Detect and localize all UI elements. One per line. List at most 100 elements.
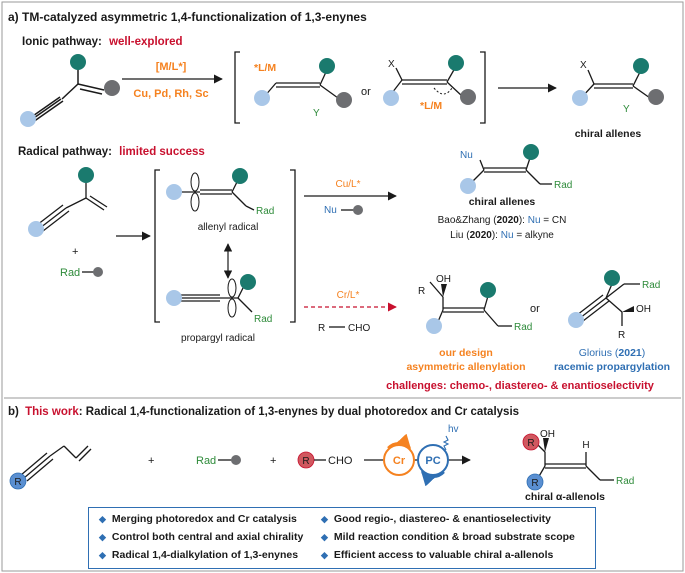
product-electrophile: X: [580, 60, 587, 71]
intermediate-1-nucleophile: Y: [313, 108, 320, 119]
cr-cycle-arrow: [387, 433, 411, 450]
cu-reagent-label: Nu: [324, 205, 337, 216]
intermediate-1-metal: *L/M: [254, 62, 276, 74]
bullet-diamond-icon: ◆: [99, 531, 106, 542]
summary-item-text: Efficient access to valuable chiral a-al…: [333, 549, 554, 561]
ionic-intermediate-1: [263, 71, 339, 99]
ionic-product-allene: [581, 69, 651, 99]
propargyl-caption: propargyl radical: [181, 333, 255, 344]
plus-sign: +: [148, 455, 154, 467]
substituent-teal-ball: [232, 168, 248, 184]
radical-label: Radical pathway: limited success: [18, 146, 205, 158]
intermediate-2-electrophile: X: [388, 59, 395, 70]
substituent-teal-ball: [319, 58, 335, 74]
metals-label: Cu, Pd, Rh, Sc: [133, 88, 208, 100]
substituent-gray-ball: [648, 89, 664, 105]
summary-item-text: Radical 1,4-dialkylation of 1,3-enynes: [111, 549, 299, 561]
rad-reagent-label: Rad: [196, 455, 216, 467]
reference-liu: Liu (2020): Nu = alkyne: [450, 230, 554, 241]
ionic-starting-enyne: [29, 64, 105, 123]
ionic-intermediate-2: [391, 67, 463, 97]
cr-catalyst-label: Cr/L*: [337, 290, 360, 301]
substituent-light-blue-ball: [383, 90, 399, 106]
product-r-red: R: [527, 438, 534, 449]
substituent-teal-ball: [480, 282, 496, 298]
substituent-gray-ball: [231, 455, 241, 465]
product-h: H: [582, 440, 589, 451]
glorius-r: R: [618, 330, 625, 341]
hv-label: hv: [448, 424, 459, 435]
substituent-light-blue-ball: [426, 318, 442, 334]
summary-item: ◆Radical 1,4-dialkylation of 1,3-enynes: [99, 549, 298, 561]
substituent-gray-ball: [104, 80, 120, 96]
aldehyde-r-label: R: [302, 456, 309, 467]
light-squiggle-icon: [442, 435, 450, 451]
p-orbital-lobe: [190, 172, 200, 192]
substituent-light-blue-ball: [460, 178, 476, 194]
reference-bao-zhang: Bao&Zhang (2020): Nu = CN: [438, 215, 567, 226]
glorius-caption-year: 2021: [618, 347, 642, 359]
cr-cycle-label: Cr: [393, 455, 406, 467]
substituent-teal-ball: [70, 54, 86, 70]
design-r: R: [418, 286, 425, 297]
catalyst-label: [M/L*]: [156, 61, 187, 73]
ionic-label-text: Ionic pathway:: [22, 36, 102, 48]
cu-product-caption: chiral allenes: [469, 196, 536, 208]
reference-liu-authors: Liu (: [450, 230, 470, 241]
plus-sign: +: [270, 455, 276, 467]
section-b-title-rest: : Radical 1,4-functionalization of 1,3-e…: [79, 406, 519, 418]
glorius-caption-2: racemic propargylation: [554, 361, 670, 373]
summary-item: ◆Control both central and axial chiralit…: [99, 531, 303, 543]
or-label: or: [530, 303, 540, 315]
glorius-caption-1: Glorius (2021): [579, 347, 646, 359]
p-orbital-lobe: [190, 192, 200, 212]
reference-bao-zhang-authors: Bao&Zhang (: [438, 215, 498, 226]
section-b-prefix: b): [8, 406, 19, 418]
substituent-light-blue-ball: [572, 90, 588, 106]
bullet-diamond-icon: ◆: [321, 549, 328, 560]
substituent-teal-ball: [523, 144, 539, 160]
summary-item: ◆Mild reaction condition & broad substra…: [321, 531, 575, 543]
r-label: R: [14, 477, 21, 488]
summary-item-text: Merging photoredox and Cr catalysis: [111, 513, 297, 525]
bracket-left: [234, 51, 240, 124]
radical-label-text: Radical pathway:: [18, 146, 112, 158]
cu-product-allene: [469, 157, 552, 185]
substituent-gray-ball: [93, 267, 103, 277]
glorius-caption-name: Glorius (: [579, 347, 619, 359]
rad-reagent-label: Rad: [60, 267, 80, 279]
substituent-teal-ball: [78, 167, 94, 183]
bullet-diamond-icon: ◆: [99, 513, 106, 524]
glorius-rad: Rad: [642, 280, 660, 291]
design-oh: OH: [436, 274, 451, 285]
cu-product-nu: Nu: [460, 150, 473, 161]
cu-product-rad: Rad: [554, 180, 572, 191]
pc-cycle-label: PC: [425, 455, 440, 467]
glorius-product: [576, 283, 640, 326]
bond-dashed-arc: [433, 87, 453, 95]
substituent-light-blue-ball: [166, 184, 182, 200]
design-rad: Rad: [514, 322, 532, 333]
radical-starting-enyne: [36, 180, 108, 232]
section-a-title: a) TM-catalyzed asymmetric 1,4-functiona…: [8, 10, 367, 24]
glorius-caption-tail: ): [642, 347, 646, 359]
allenyl-radical-structure: [178, 179, 255, 211]
reference-liu-value: = alkyne: [516, 230, 554, 241]
p-orbital-lobe: [227, 278, 237, 298]
section-b-title: b) This work: Radical 1,4-functionalizat…: [8, 406, 519, 418]
ionic-label: Ionic pathway: well-explored: [22, 36, 183, 48]
ionic-status: well-explored: [108, 36, 183, 48]
bullet-diamond-icon: ◆: [321, 531, 328, 542]
cr-reagent-r: R: [318, 323, 325, 334]
our-design-product: [429, 281, 512, 327]
chiral-allenes-caption: chiral allenes: [575, 128, 642, 140]
p-orbital-lobe: [227, 298, 237, 318]
reference-bao-zhang-tail: ):: [519, 215, 525, 226]
substituent-light-blue-ball: [254, 90, 270, 106]
design-caption-1: our design: [439, 347, 493, 359]
product-oh: OH: [540, 429, 555, 440]
r-substituent-blue-ball: [526, 473, 544, 491]
